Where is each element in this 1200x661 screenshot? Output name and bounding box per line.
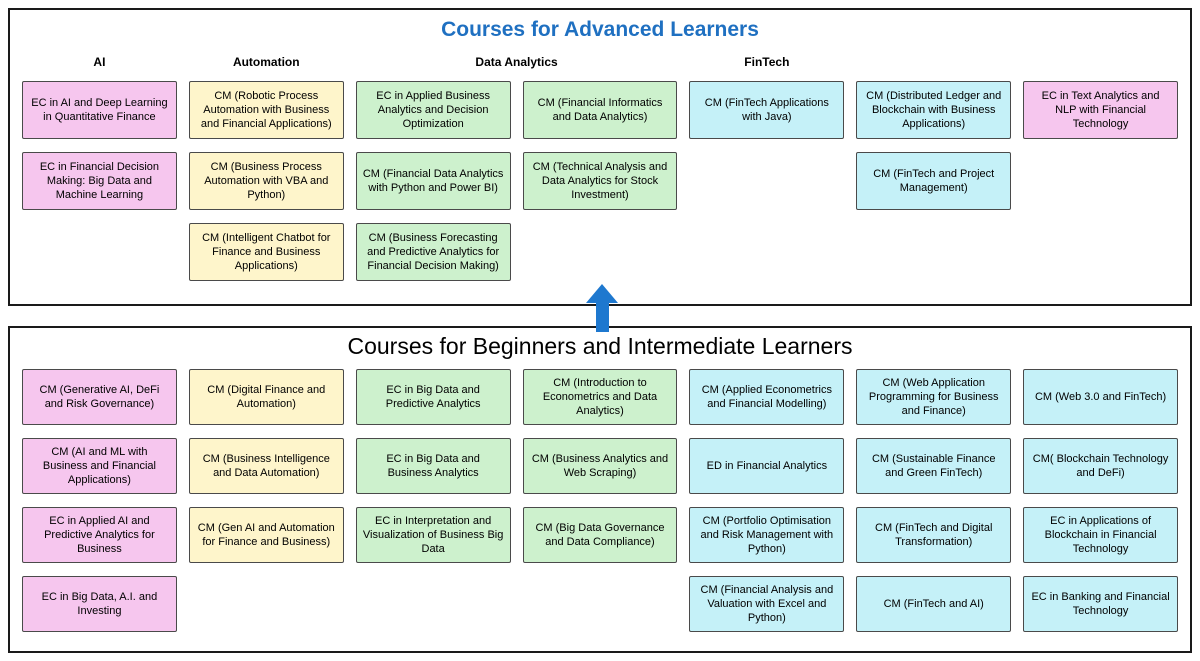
course-box: CM (Web Application Programming for Busi… [856,369,1012,425]
course-box: CM (Business Process Automation with VBA… [188,152,344,210]
advanced-course-grid: EC in AI and Deep Learning in Quantitati… [10,81,1190,281]
course-box: CM (Business Analytics and Web Scraping) [522,438,678,494]
course-box: CM (Distributed Ledger and Blockchain wi… [856,81,1012,139]
course-box: EC in Big Data, A.I. and Investing [22,576,177,632]
course-box: CM (Robotic Process Automation with Busi… [188,81,344,139]
course-box: CM (Financial Informatics and Data Analy… [522,81,678,139]
course-box: CM (Business Forecasting and Predictive … [355,223,511,281]
course-box: EC in Financial Decision Making: Big Dat… [22,152,177,210]
course-box: CM (FinTech Applications with Java) [689,81,845,139]
course-box: CM (Technical Analysis and Data Analytic… [522,152,678,210]
course-box: EC in Big Data and Predictive Analytics [355,369,511,425]
course-box: CM (Portfolio Optimisation and Risk Mana… [689,507,845,563]
course-box: EC in Banking and Financial Technology [1023,576,1178,632]
up-arrow-shaft [595,303,609,332]
course-box: CM (Intelligent Chatbot for Finance and … [188,223,344,281]
up-arrow-head [586,284,618,303]
course-box: CM (FinTech and Project Management) [856,152,1012,210]
beginner-course-grid: CM (Generative AI, DeFi and Risk Governa… [10,369,1190,632]
course-box: ED in Financial Analytics [689,438,845,494]
course-box: CM (Financial Data Analytics with Python… [355,152,511,210]
course-box: CM (Sustainable Finance and Green FinTec… [856,438,1012,494]
course-box: CM( Blockchain Technology and DeFi) [1023,438,1178,494]
up-arrow-icon [586,284,618,332]
course-box: CM (Introduction to Econometrics and Dat… [522,369,678,425]
course-box: CM (Gen AI and Automation for Finance an… [188,507,344,563]
course-box: EC in Text Analytics and NLP with Financ… [1023,81,1178,139]
course-box: CM (FinTech and AI) [856,576,1012,632]
course-box: CM (Generative AI, DeFi and Risk Governa… [22,369,177,425]
course-box: CM (Big Data Governance and Data Complia… [522,507,678,563]
beginner-panel-title: Courses for Beginners and Intermediate L… [347,333,853,359]
advanced-column-headers: AI Automation Data Analytics FinTech [10,55,1190,69]
course-box: EC in Big Data and Business Analytics [355,438,511,494]
column-header-automation: Automation [232,55,300,69]
beginner-intermediate-panel: Courses for Beginners and Intermediate L… [8,326,1192,653]
column-header-ai: AI [93,55,106,69]
course-box: CM (Applied Econometrics and Financial M… [689,369,845,425]
advanced-learners-panel: Courses for Advanced Learners AI Automati… [8,8,1192,306]
course-box: CM (Business Intelligence and Data Autom… [188,438,344,494]
course-box: EC in Interpretation and Visualization o… [355,507,511,563]
course-box: CM (Digital Finance and Automation) [188,369,344,425]
advanced-panel-title: Courses for Advanced Learners [441,18,759,41]
course-box: EC in Applications of Blockchain in Fina… [1023,507,1178,563]
course-box: EC in AI and Deep Learning in Quantitati… [22,81,177,139]
course-box: CM (AI and ML with Business and Financia… [22,438,177,494]
course-box: EC in Applied Business Analytics and Dec… [355,81,511,139]
column-header-data-analytics: Data Analytics [475,55,558,69]
course-box: EC in Applied AI and Predictive Analytic… [22,507,177,563]
column-header-fintech: FinTech [744,55,790,69]
course-box: CM (FinTech and Digital Transformation) [856,507,1012,563]
course-box: CM (Financial Analysis and Valuation wit… [689,576,845,632]
course-box: CM (Web 3.0 and FinTech) [1023,369,1178,425]
